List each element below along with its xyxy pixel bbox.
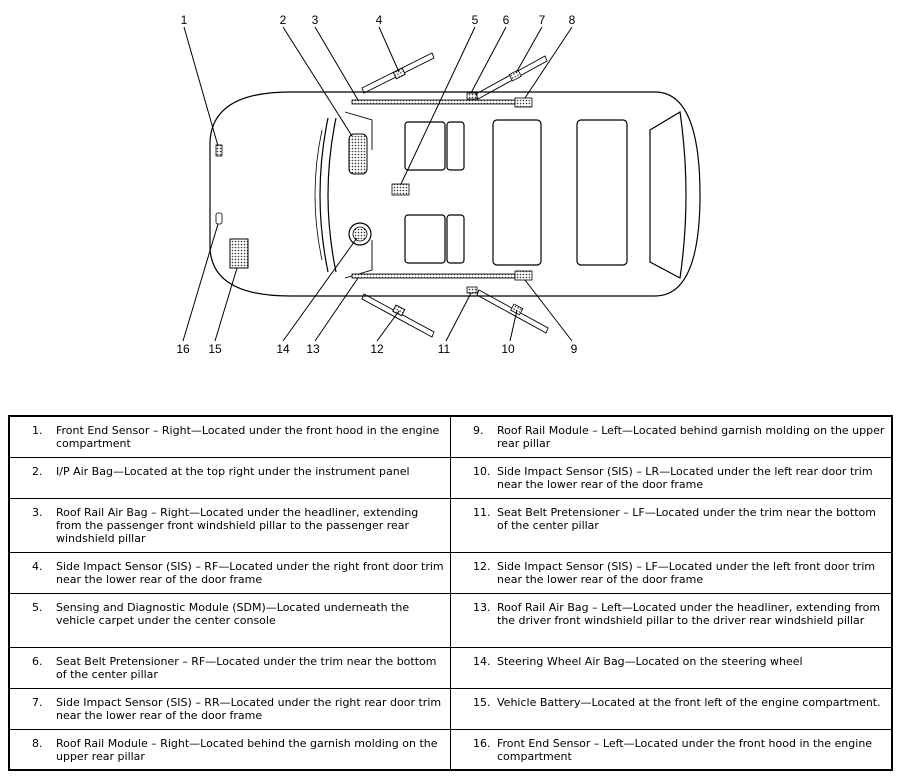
roof-rail-module-left [514, 270, 533, 281]
legend-cell: 7. Side Impact Sensor (SIS) – RR—Located … [8, 687, 451, 730]
legend-row: 7. Side Impact Sensor (SIS) – RR—Located … [8, 687, 893, 730]
legend-cell: 14. Steering Wheel Air Bag—Located on the… [450, 646, 893, 689]
legend-number: 14. [473, 654, 491, 668]
side-impact-sensor-rf [361, 52, 435, 94]
callout-11: 11 [438, 342, 451, 356]
callout-13: 13 [306, 342, 320, 356]
side-impact-sensor-lf [361, 293, 435, 338]
legend-text: Sensing and Diagnostic Module (SDM)—Loca… [56, 600, 410, 627]
callout-12: 12 [370, 342, 384, 356]
callout-15: 15 [208, 342, 222, 356]
legend-number: 10. [473, 464, 491, 478]
callout-4: 4 [376, 13, 383, 27]
legend-cell: 13. Roof Rail Air Bag – Left—Located unde… [450, 592, 893, 648]
legend-cell: 15. Vehicle Battery—Located at the front … [450, 687, 893, 730]
legend-text: Side Impact Sensor (SIS) – RF—Located un… [56, 559, 444, 586]
vehicle-airbag-location-diagram: 1 2 3 4 5 6 7 8 9 10 11 12 13 14 15 16 [176, 13, 701, 356]
callout-7: 7 [539, 13, 546, 27]
legend-row: 1. Front End Sensor – Right—Located under… [8, 415, 893, 458]
callout-9: 9 [571, 342, 578, 356]
legend-number: 13. [473, 600, 491, 614]
steering-wheel-airbag [348, 222, 372, 246]
callout-3: 3 [312, 13, 319, 27]
legend-row: 8. Roof Rail Module – Right—Located behin… [8, 728, 893, 771]
legend-number: 3. [32, 505, 43, 519]
callout-1: 1 [181, 13, 188, 27]
roof-rail-module-right [514, 97, 533, 108]
leader-lines [182, 26, 573, 342]
sdm-module [391, 183, 410, 196]
legend-text: Side Impact Sensor (SIS) – LF—Located un… [497, 559, 876, 586]
callout-8: 8 [569, 13, 576, 27]
seat-belt-pretensioner-lf [466, 286, 478, 294]
roof-rail-airbag-right [351, 99, 518, 105]
legend-cell: 16. Front End Sensor – Left—Located under… [450, 728, 893, 771]
legend-number: 1. [32, 424, 43, 437]
legend-row: 5. Sensing and Diagnostic Module (SDM)—Lo… [8, 592, 893, 648]
legend-text: Roof Rail Air Bag – Left—Located under t… [497, 600, 881, 627]
legend-cell: 8. Roof Rail Module – Right—Located behin… [8, 728, 451, 771]
legend-text: Roof Rail Module – Left—Located behind g… [497, 424, 885, 450]
front-end-sensor-right [215, 144, 223, 157]
legend-text: Side Impact Sensor (SIS) – RR—Located un… [56, 695, 442, 722]
callout-6: 6 [503, 13, 510, 27]
legend-cell: 4. Side Impact Sensor (SIS) – RF—Located … [8, 551, 451, 594]
legend-number: 2. [32, 464, 43, 478]
legend-number: 5. [32, 600, 43, 614]
legend-cell: 5. Sensing and Diagnostic Module (SDM)—Lo… [8, 592, 451, 648]
callout-16: 16 [176, 342, 190, 356]
vehicle-body-outline [209, 91, 701, 297]
legend-text: Seat Belt Pretensioner – LF—Located unde… [497, 505, 876, 532]
legend-text: Seat Belt Pretensioner – RF—Located unde… [56, 654, 437, 681]
callout-2: 2 [280, 13, 287, 27]
legend-text: Front End Sensor – Right—Located under t… [56, 424, 440, 450]
legend-row: 4. Side Impact Sensor (SIS) – RF—Located … [8, 551, 893, 594]
legend-row: 2. I/P Air Bag—Located at the top right u… [8, 456, 893, 499]
legend-cell: 2. I/P Air Bag—Located at the top right u… [8, 456, 451, 499]
legend-cell: 11. Seat Belt Pretensioner – LF—Located u… [450, 497, 893, 553]
side-impact-sensor-lr [476, 289, 549, 334]
legend-number: 15. [473, 695, 491, 709]
legend-number: 9. [473, 424, 484, 437]
ip-airbag [348, 133, 368, 175]
legend-number: 16. [473, 736, 491, 750]
legend-text: Front End Sensor – Left—Located under th… [497, 736, 873, 763]
legend-cell: 12. Side Impact Sensor (SIS) – LF—Located… [450, 551, 893, 594]
legend-row: 6. Seat Belt Pretensioner – RF—Located un… [8, 646, 893, 689]
legend-number: 8. [32, 736, 43, 750]
legend-text: Roof Rail Module – Right—Located behind … [56, 736, 438, 763]
legend-cell: 3. Roof Rail Air Bag – Right—Located unde… [8, 497, 451, 553]
legend-cell: 6. Seat Belt Pretensioner – RF—Located un… [8, 646, 451, 689]
legend-number: 12. [473, 559, 491, 573]
legend-text: Side Impact Sensor (SIS) – LR—Located un… [497, 464, 873, 491]
legend-number: 7. [32, 695, 43, 709]
legend-cell: 10. Side Impact Sensor (SIS) – LR—Located… [450, 456, 893, 499]
legend-text: Vehicle Battery—Located at the front lef… [497, 695, 881, 709]
legend-number: 11. [473, 505, 491, 519]
component-legend-table: 1. Front End Sensor – Right—Located under… [8, 415, 893, 771]
legend-number: 6. [32, 654, 43, 668]
legend-text: Steering Wheel Air Bag—Located on the st… [497, 654, 803, 668]
legend-row: 3. Roof Rail Air Bag – Right—Located unde… [8, 497, 893, 553]
callout-10: 10 [501, 342, 515, 356]
callout-5: 5 [472, 13, 479, 27]
roof-rail-airbag-left [351, 273, 518, 279]
legend-text: I/P Air Bag—Located at the top right und… [56, 464, 410, 478]
legend-cell: 1. Front End Sensor – Right—Located under… [8, 415, 451, 458]
legend-text: Roof Rail Air Bag – Right—Located under … [56, 505, 419, 545]
side-impact-sensor-rr [475, 55, 548, 100]
legend-cell: 9. Roof Rail Module – Left—Located behind… [450, 415, 893, 458]
front-end-sensor-left [215, 212, 223, 225]
vehicle-battery [229, 238, 249, 269]
legend-number: 4. [32, 559, 43, 573]
callout-14: 14 [276, 342, 290, 356]
